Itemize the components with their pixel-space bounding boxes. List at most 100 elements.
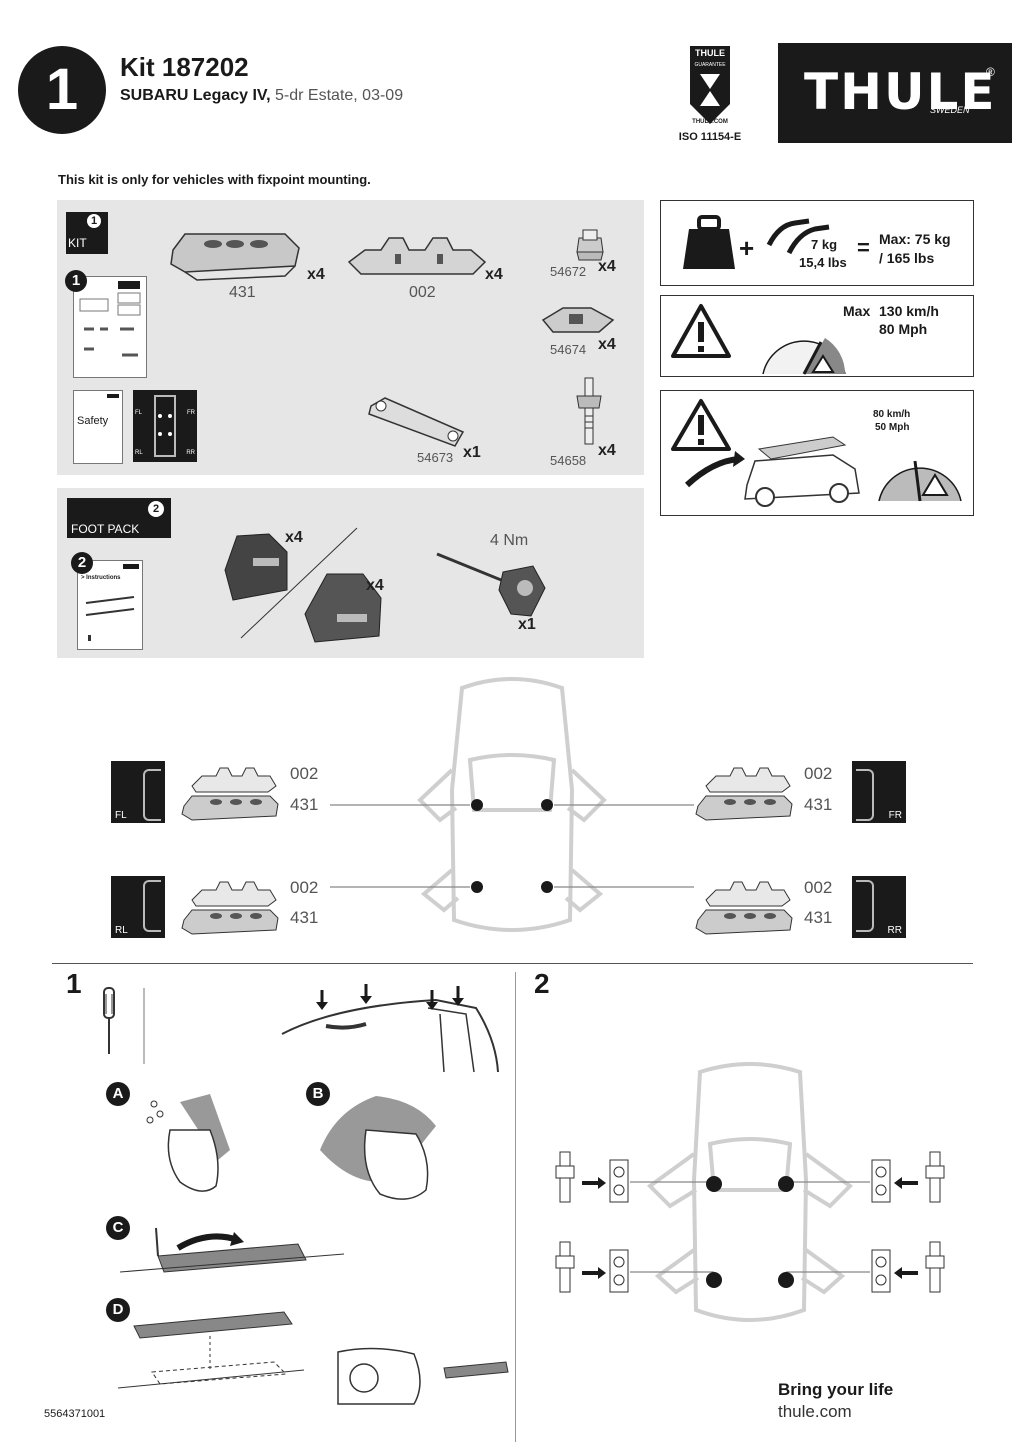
kit-title: Kit 187202 — [120, 52, 249, 82]
foot-stack-rl-icon — [181, 881, 279, 935]
fl-top-code: 002 — [290, 764, 319, 783]
wash-kmh: 80 km/h — [873, 409, 911, 420]
kit-badge-number: 1 — [87, 214, 101, 228]
part-431-qty: x4 — [307, 266, 325, 283]
guarantee-seal: THULE GUARANTEE — [688, 44, 732, 126]
rr-bottom-code: 431 — [804, 908, 833, 927]
booklet-logo-icon — [123, 564, 139, 569]
foot-booklet-number: 2 — [71, 552, 93, 574]
foot-stack-rr-icon — [695, 881, 793, 935]
step-badge: 1 — [18, 46, 106, 134]
corner-icon-fr: FR — [852, 761, 906, 823]
guarantee-shield-icon — [690, 46, 730, 124]
foot-stack-fr-icon — [695, 767, 793, 821]
clean-hands-a-icon — [146, 1094, 230, 1192]
fr-top-code: 002 — [804, 764, 833, 783]
foot-qty-1: x4 — [285, 529, 303, 546]
part-002-code: 002 — [409, 284, 436, 301]
rl-bottom-code: 431 — [290, 908, 319, 927]
foot-booklet: > Instructions — [77, 560, 143, 650]
tool-qty: x1 — [518, 616, 536, 633]
warning-icon — [671, 399, 731, 451]
part-54658-qty: x4 — [598, 442, 616, 459]
corner-rl-label: RL — [115, 925, 128, 936]
kit-badge: 1 KIT — [66, 212, 108, 254]
kit-booklet — [73, 276, 147, 378]
sub-step-c: C — [106, 1216, 130, 1240]
car-top-icon — [154, 395, 176, 457]
sub-step-d: D — [106, 1298, 130, 1322]
step-2-number: 2 — [534, 968, 550, 999]
guarantee-url: THULE.COM — [692, 119, 728, 125]
foot-parts-icon — [224, 527, 382, 643]
corner-label-fr: FR — [187, 410, 195, 416]
corner-label-rl: RL — [135, 450, 143, 456]
step-1-number: 1 — [66, 968, 82, 999]
safety-label: Safety — [77, 415, 109, 427]
sub-step-b: B — [306, 1082, 330, 1106]
iso-label: ISO 11154-E — [678, 131, 742, 143]
foot-booklet-text: > Instructions — [81, 575, 121, 581]
car-wash-box: 80 km/h 50 Mph — [660, 390, 974, 516]
doc-number: 5564371001 — [44, 1408, 106, 1420]
remove-sticker-c-icon — [119, 1227, 345, 1273]
part-54672-icon — [576, 229, 604, 261]
foot-pack-panel: FOOT PACK 2 > Instructions 2 x4 x4 4 Nm … — [57, 488, 644, 658]
part-54658-icon — [576, 377, 602, 445]
speed-info-box: Max 130 km/h 80 Mph — [660, 295, 974, 377]
footer-url[interactable]: thule.com — [778, 1402, 852, 1421]
guarantee-top: THULE — [695, 48, 725, 58]
speed-kmh: 130 km/h — [879, 303, 939, 319]
bars-diagram-icon — [85, 596, 135, 641]
kit-booklet-number: 1 — [65, 270, 87, 292]
vehicle-make: SUBARU Legacy IV, — [120, 87, 271, 104]
step-divider — [515, 972, 516, 1442]
logo-reg: ® — [986, 65, 995, 79]
wash-mph: 50 Mph — [875, 422, 910, 433]
speedometer-icon — [878, 460, 962, 502]
torque-tool-icon — [436, 552, 546, 617]
part-54674-qty: x4 — [598, 336, 616, 353]
bar-weight-lbs: 15,4 lbs — [799, 255, 847, 270]
part-431-code: 431 — [229, 284, 256, 301]
safety-booklet: Safety — [73, 390, 123, 464]
foot-stack-fl-icon — [181, 767, 279, 821]
part-54672-qty: x4 — [598, 258, 616, 275]
store-sticker-d-icon — [117, 1311, 509, 1405]
speed-max-label: Max — [843, 303, 871, 319]
part-54672-code: 54672 — [550, 264, 587, 279]
foot-qty-2: x4 — [366, 577, 384, 594]
foot-pack-number: 2 — [148, 501, 164, 517]
guarantee-mid: GUARANTEE — [694, 62, 726, 68]
logo-text: THULE — [804, 63, 997, 121]
car-with-load-icon — [684, 436, 860, 507]
foot-pack-badge: FOOT PACK 2 — [67, 498, 171, 538]
weight-icon — [683, 215, 735, 269]
corner-map: FL FR RL RR — [133, 390, 197, 462]
booklet-logo-icon — [107, 394, 119, 398]
part-002-qty: x4 — [485, 266, 503, 283]
rl-top-code: 002 — [290, 878, 319, 897]
corner-label-fl: FL — [135, 410, 143, 416]
rr-top-code: 002 — [804, 878, 833, 897]
foot-pack-label: FOOT PACK — [71, 522, 140, 536]
wipe-cloth-b-icon — [320, 1096, 436, 1200]
part-54673-qty: x1 — [463, 444, 481, 461]
corner-fr-label: FR — [888, 810, 902, 821]
kit-badge-label: KIT — [68, 236, 87, 250]
kit-panel: 1 KIT 1 Safety FL FR RL RR 431 x4 — [57, 200, 644, 475]
sub-step-a: A — [106, 1082, 130, 1106]
vehicle-detail: 5-dr Estate, 03-09 — [270, 87, 404, 104]
screwdriver-icon — [103, 987, 145, 1064]
part-431-icon — [170, 233, 300, 281]
warning-icon — [671, 304, 731, 358]
load-info-box: + 7 kg 15,4 lbs = Max: 75 kg / 165 lbs — [660, 200, 974, 286]
bar-weight: 7 kg — [811, 237, 838, 252]
thule-logo: THULE SWEDEN ® — [778, 43, 1012, 143]
roof-fixpoint-icon — [281, 984, 499, 1073]
fl-bottom-code: 431 — [290, 795, 319, 814]
part-54674-icon — [541, 307, 615, 333]
corner-icon-fl: FL — [111, 761, 165, 823]
speed-mph: 80 Mph — [879, 321, 928, 337]
roof-bars-icon — [766, 218, 830, 255]
